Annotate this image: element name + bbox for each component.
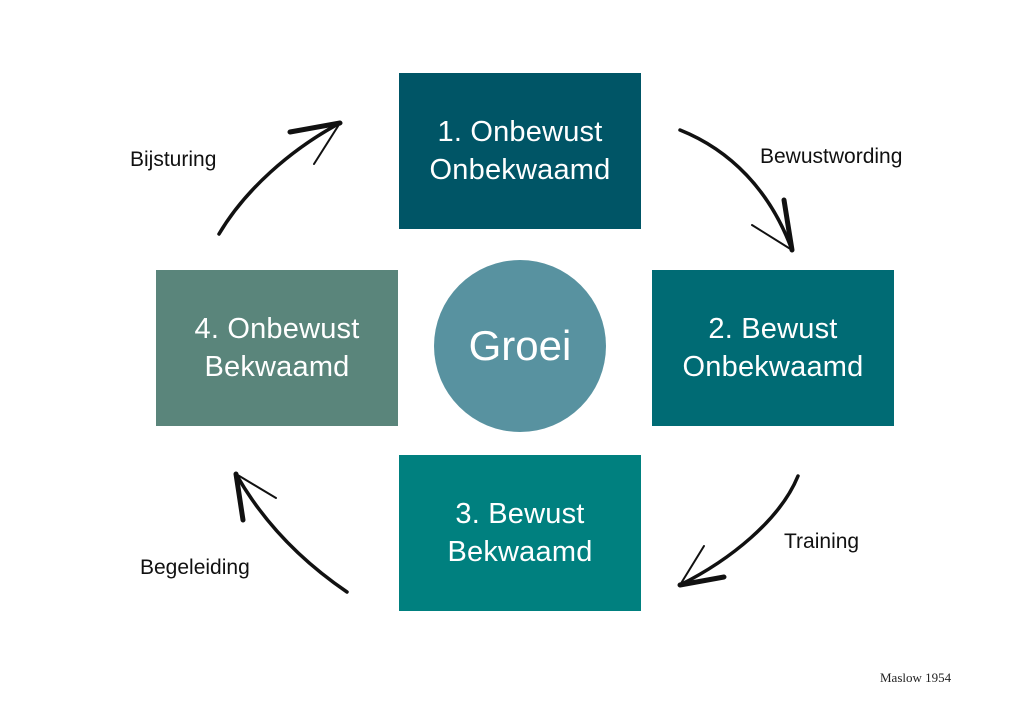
step-3-box: 3. Bewust Bekwaamd [399,455,641,611]
label-training: Training [784,530,860,553]
step-2-box: 2. Bewust Onbekwaamd [652,270,894,426]
step-1-line-2: Onbekwaamd [429,154,611,186]
step-3-line-2: Bekwaamd [447,536,593,568]
center-circle: Groei [434,260,606,432]
step-3-line-1: 3. Bewust [455,498,585,530]
arrow-bijsturing [217,120,343,236]
step-2-line-1: 2. Bewust [708,313,838,345]
source-citation: Maslow 1954 [880,670,952,685]
center-label: Groei [468,322,572,369]
step-1-line-1: 1. Onbewust [437,116,603,148]
step-2-line-2: Onbekwaamd [682,351,864,383]
step-4-line-2: Bekwaamd [204,351,350,383]
step-4-box: 4. Onbewust Bekwaamd [156,270,398,426]
step-1-box: 1. Onbewust Onbekwaamd [399,73,641,229]
label-begeleiding: Begeleiding [140,556,250,579]
label-bijsturing: Bijsturing [130,148,217,171]
label-bewustwording: Bewustwording [760,145,903,168]
arrow-training [677,474,800,588]
step-4-line-1: 4. Onbewust [194,313,360,345]
arrow-begeleiding [233,471,349,594]
